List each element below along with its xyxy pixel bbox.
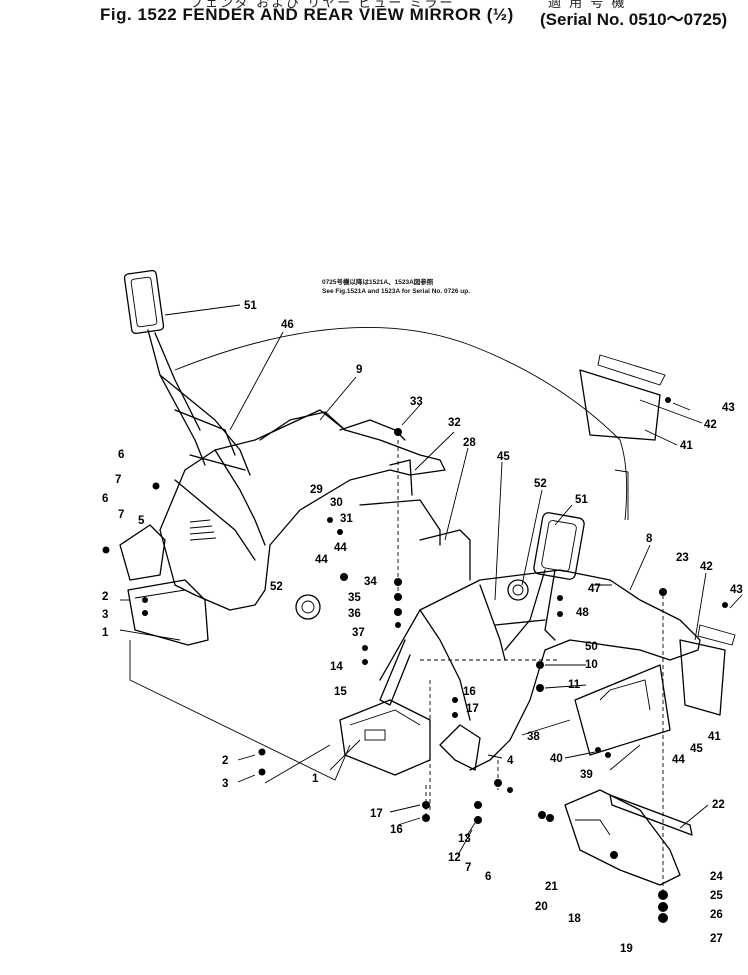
- callout-5: 5: [138, 515, 145, 527]
- callout-21: 21: [545, 881, 558, 893]
- callout-48: 47: [588, 583, 601, 595]
- callout-39: 39: [580, 769, 593, 781]
- reference-note: 0725号機以降は1521A、1523A図参照 See Fig.1521A an…: [322, 278, 470, 296]
- callout-6: 6: [118, 449, 124, 461]
- callout-27: 27: [710, 933, 723, 945]
- callout-23: 23: [676, 552, 689, 564]
- rear-mud-flap-upper: [579, 354, 666, 441]
- callout-40: 40: [550, 753, 563, 765]
- callout-33: 33: [410, 396, 423, 408]
- callout-15: 15: [334, 686, 347, 698]
- callout-9: 9: [356, 364, 362, 376]
- cab-outline: [129, 326, 641, 781]
- callout-1: 1: [102, 627, 109, 639]
- fender-mirror-mount-discs: [295, 594, 321, 620]
- callout-36: 36: [348, 608, 361, 620]
- cover-5: [119, 524, 166, 581]
- callout-41: 41: [680, 440, 693, 452]
- callout-28: 28: [463, 437, 476, 449]
- japanese-title: フェンダ および リヤー ビュー ミラー: [190, 0, 455, 11]
- callout-24: 24: [710, 871, 723, 883]
- callout-43: 43: [730, 584, 743, 596]
- header: フェンダ および リヤー ビュー ミラー 適 用 号 機 Fig. 1522 F…: [0, 0, 748, 32]
- callout-44: 44: [315, 554, 328, 566]
- callout-13: 13: [458, 833, 471, 845]
- callout-42: 42: [700, 561, 713, 573]
- hardware-bolts: [102, 397, 728, 923]
- callout-50: 50: [585, 641, 598, 653]
- japanese-serial-caption: 適 用 号 機: [548, 0, 627, 11]
- mirror-bracket: [359, 459, 471, 581]
- callout-1: 1: [312, 773, 319, 785]
- callout-45: 45: [690, 743, 703, 755]
- fastener-axes: [397, 440, 664, 895]
- callout-16: 16: [390, 824, 403, 836]
- callout-20: 20: [535, 901, 548, 913]
- callout-17: 17: [370, 808, 383, 820]
- callout-7: 7: [118, 509, 124, 521]
- bracket-4: [439, 724, 481, 771]
- callout-51: 51: [575, 494, 588, 506]
- callout-37: 37: [352, 627, 365, 639]
- reference-note-jp: 0725号機以降は1521A、1523A図参照: [322, 279, 434, 286]
- callout-32: 32: [448, 417, 461, 429]
- step-18: [564, 789, 693, 886]
- callout-19: 19: [620, 943, 633, 955]
- callout-8: 8: [646, 533, 653, 545]
- left-rear-view-mirror: [123, 269, 251, 476]
- callout-6: 6: [102, 493, 108, 505]
- callout-34: 34: [364, 576, 377, 588]
- callout-22: 22: [712, 799, 725, 811]
- right-rear-view-mirror: [494, 512, 585, 651]
- callout-14: 14: [330, 661, 343, 673]
- callout-52: 52: [534, 478, 547, 490]
- left-fender: [159, 409, 446, 611]
- callout-44: 44: [672, 754, 685, 766]
- fender-vent-grille: [189, 519, 217, 541]
- left-box-upper: [127, 579, 209, 646]
- callout-38: 38: [527, 731, 540, 743]
- callout-43: 43: [722, 402, 735, 414]
- callout-12: 12: [448, 852, 461, 864]
- callout-46: 45: [497, 451, 510, 463]
- callout-35: 35: [348, 592, 361, 604]
- callout-2: 2: [102, 591, 108, 603]
- callout-42: 42: [704, 419, 717, 431]
- reference-note-en: See Fig.1521A and 1523A for Serial No. 0…: [322, 288, 470, 295]
- callout-6: 6: [485, 871, 491, 883]
- callout-31: 31: [340, 513, 353, 525]
- callout-16: 16: [463, 686, 476, 698]
- callout-51: 51: [244, 300, 257, 312]
- callout-18: 18: [568, 913, 581, 925]
- callout-3: 3: [102, 609, 108, 621]
- callout-30: 30: [330, 497, 343, 509]
- callout-2: 2: [222, 755, 228, 767]
- leader-lines: [119, 304, 743, 856]
- callout-10: 10: [585, 659, 598, 671]
- rear-mud-flap-lower: [679, 624, 736, 716]
- left-box-lower: [339, 699, 431, 776]
- callout-45: 44: [334, 542, 347, 554]
- callout-29: 29: [310, 484, 323, 496]
- part-callouts: 51 46 9 33 32 28 45 52 51 8 23 42 43 43 …: [102, 300, 743, 955]
- callout-47: 46: [281, 319, 294, 331]
- callout-7: 7: [465, 862, 471, 874]
- callout-25: 25: [710, 890, 723, 902]
- figure-title: Fig. 1522 FENDER AND REAR VIEW MIRROR (½…: [100, 5, 514, 24]
- serial-range: (Serial No. 0510～0725): [540, 10, 728, 29]
- callout-4: 4: [507, 755, 514, 767]
- callout-26: 26: [710, 909, 723, 921]
- side-cover-plate: [574, 664, 671, 756]
- callout-41: 41: [708, 731, 721, 743]
- callout-3: 3: [222, 778, 228, 790]
- callout-17: 17: [466, 703, 479, 715]
- callout-7: 7: [115, 474, 121, 486]
- callout-11: 11: [568, 679, 581, 691]
- callout-52: 52: [270, 581, 283, 593]
- callout-49: 48: [576, 607, 589, 619]
